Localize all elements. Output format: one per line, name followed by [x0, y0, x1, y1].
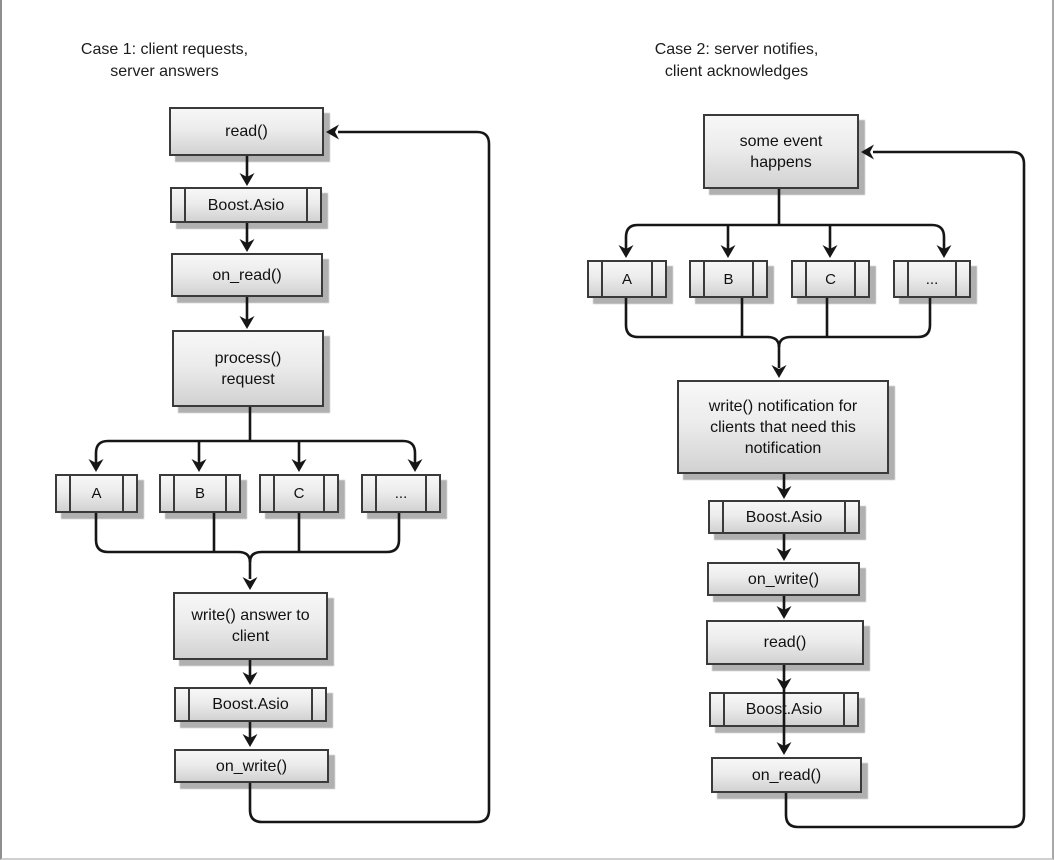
split-rail-case2 [624, 223, 946, 249]
case1-title-line2: server answers [110, 63, 219, 80]
node-c2-on-read: on_read() [711, 757, 862, 793]
node-c2-handler-b: B [689, 260, 768, 298]
node-c2-handler-c: C [791, 260, 870, 298]
node-c1-handler-a: A [55, 474, 138, 513]
merge-right-case1 [248, 513, 401, 563]
node-label: on_read() [751, 766, 822, 784]
merge-right-case2 [777, 298, 932, 348]
node-c2-boost-asio-top: Boost.Asio [708, 500, 860, 534]
node-c1-on-read: on_read() [171, 253, 323, 297]
node-c2-write-notification: write() notification for clients that ne… [677, 380, 889, 474]
node-label-line3: notification [744, 439, 822, 457]
node-label-line1: some event [739, 132, 823, 150]
node-label: A [91, 485, 102, 502]
node-label: B [194, 485, 205, 502]
node-label-line2: clients that need this [710, 418, 856, 436]
node-label: read() [763, 634, 807, 651]
node-c1-handler-b: B [159, 474, 241, 513]
node-c2-handler-more: ... [893, 260, 971, 298]
case2-title-line2: client acknowledges [664, 63, 809, 80]
node-label-line2: request [221, 370, 275, 388]
node-c1-process-request: process() request [172, 330, 324, 407]
node-label: read() [225, 123, 268, 140]
node-label: Boost.Asio [212, 696, 289, 713]
node-label-line1: write() answer to [191, 607, 310, 624]
case2-title: Case 2: server notifies, client acknowle… [614, 39, 859, 83]
case2-title-line1: Case 2: server notifies, [654, 41, 819, 58]
node-c1-on-write: on_write() [174, 749, 329, 783]
node-label-line1: write() notification for [708, 397, 858, 415]
node-label: C [825, 270, 836, 288]
node-label: ... [925, 270, 939, 288]
node-c2-read: read() [706, 620, 864, 665]
node-c1-boost-asio-bottom: Boost.Asio [174, 687, 327, 722]
case1-title-line1: Case 1: client requests, [80, 41, 249, 58]
node-c2-on-write: on_write() [707, 562, 860, 596]
node-label: Boost.Asio [745, 701, 823, 718]
node-c2-handler-a: A [587, 260, 667, 298]
node-c1-handler-c: C [259, 474, 339, 513]
node-c1-boost-asio-top: Boost.Asio [170, 187, 322, 223]
node-c2-some-event: some event happens [703, 114, 859, 189]
case1-title: Case 1: client requests, server answers [42, 39, 287, 83]
node-label: on_read() [212, 266, 282, 284]
node-label: ... [394, 485, 408, 502]
merge-left-case1 [94, 513, 252, 563]
node-c2-boost-asio-bottom: Boost.Asio [709, 692, 859, 727]
node-label-line2: client [231, 628, 270, 645]
node-label: C [293, 485, 305, 502]
node-c1-read: read() [169, 107, 324, 156]
node-label: A [621, 270, 632, 288]
node-label-line2: happens [750, 153, 812, 171]
node-label: B [723, 270, 734, 288]
node-c1-write-answer: write() answer to client [173, 592, 328, 660]
node-c1-handler-more: ... [361, 474, 441, 513]
node-label-line1: process() [214, 349, 282, 367]
node-label: Boost.Asio [745, 508, 823, 526]
merge-left-case2 [624, 298, 781, 348]
node-label: on_write() [747, 570, 820, 588]
split-rail-case1 [94, 439, 417, 464]
node-label: on_write() [215, 757, 288, 775]
node-label: Boost.Asio [207, 196, 285, 214]
